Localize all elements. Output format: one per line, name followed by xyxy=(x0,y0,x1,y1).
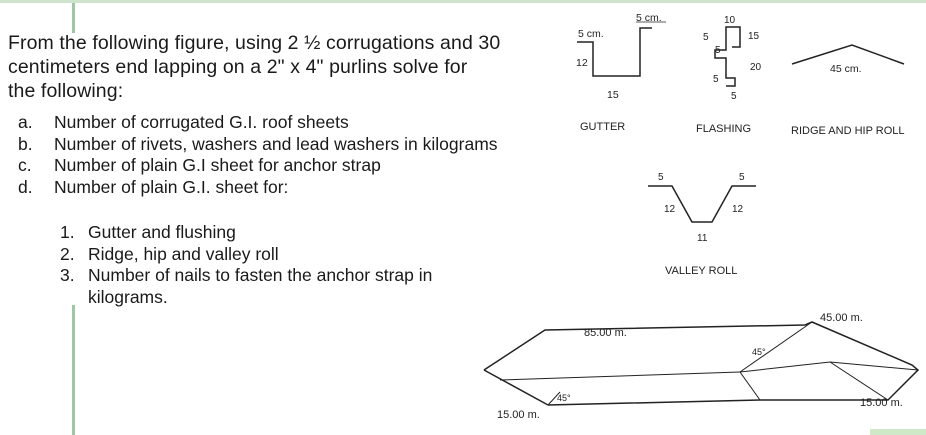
problem-statement: From the following figure, using 2 ½ cor… xyxy=(8,31,568,103)
sub-question-item: 1. Gutter and flushing xyxy=(60,222,432,244)
item-text: Number of corrugated G.I. roof sheets xyxy=(54,112,349,132)
ridge-caption: RIDGE AND HIP ROLL xyxy=(791,125,905,137)
valley-profile xyxy=(648,185,756,223)
sub-question-list: 1. Gutter and flushing 2. Ridge, hip and v… xyxy=(60,222,432,308)
flashing-label-b: 5 xyxy=(715,45,721,56)
ridge-figure: 45 cm. RIDGE AND HIP ROLL xyxy=(791,44,905,137)
gutter-top-label: 5 cm. xyxy=(578,28,604,40)
roof-ridge xyxy=(739,361,831,373)
roof-outline-edge xyxy=(483,369,549,406)
item-marker: 2. xyxy=(60,243,75,264)
question-list: a.Number of corrugated G.I. roof sheets … xyxy=(18,112,498,198)
ridge-label: 45 cm. xyxy=(830,63,862,75)
valley-right-lip: 5 xyxy=(739,172,745,183)
sub-question-item: 3. Number of nails to fasten the anchor s… xyxy=(60,265,432,287)
item-text: Number of nails to fasten the anchor str… xyxy=(88,265,433,285)
margin-line-top xyxy=(72,3,75,33)
intro-line: the following: xyxy=(8,80,124,102)
roof-left-width: 15.00 m. xyxy=(497,409,540,421)
item-text: kilograms. xyxy=(88,286,168,307)
roof-ridge xyxy=(499,371,741,381)
item-marker: 1. xyxy=(60,222,75,242)
flashing-label-a: 5 xyxy=(703,32,709,43)
item-text: Number of plain G.I sheet for anchor str… xyxy=(54,155,381,175)
question-item: c. Number of plain G.I sheet for anchor s… xyxy=(18,155,498,177)
flashing-label-d: 5 xyxy=(713,74,719,85)
roof-hip xyxy=(547,391,561,406)
gutter-side-label: 12 xyxy=(576,57,588,69)
sub-question-continuation: kilograms. xyxy=(60,287,432,309)
item-marker: b. xyxy=(18,133,33,154)
valley-bottom: 11 xyxy=(697,233,708,244)
flashing-right-label: 15 xyxy=(748,31,760,42)
item-marker: c. xyxy=(18,155,32,175)
item-marker: 3. xyxy=(60,265,75,285)
roof-top-length: 85.00 m. xyxy=(584,327,627,339)
question-item: b. Number of rivets, washers and lead was… xyxy=(18,134,498,156)
gutter-bottom-label: 15 xyxy=(607,89,619,101)
roof-valley xyxy=(739,321,813,373)
roof-ridge xyxy=(829,361,919,371)
roof-right-length: 45.00 m. xyxy=(820,312,863,324)
question-item: a. Number of corrugated G.I. roof sheets xyxy=(18,112,498,134)
ridge-profile xyxy=(791,44,905,65)
flashing-label-c: 20 xyxy=(750,62,762,73)
item-marker: d. xyxy=(18,176,33,197)
flashing-profile xyxy=(714,26,741,87)
flashing-bottom-label: 5 xyxy=(731,91,737,102)
roof-outline xyxy=(483,321,920,406)
gutter-figure: 5 cm. 5 cm. 12 15 GUTTER xyxy=(576,12,666,133)
item-text: Number of plain G.I. sheet for: xyxy=(54,176,289,197)
flashing-top-label: 10 xyxy=(724,15,736,26)
gutter-caption: GUTTER xyxy=(580,121,625,133)
roof-hip xyxy=(739,371,761,401)
top-border xyxy=(0,0,926,3)
valley-caption: VALLEY ROLL xyxy=(665,265,737,277)
roof-right-width: 15.00 m. xyxy=(860,397,903,409)
gutter-lip-label: 5 cm. xyxy=(636,12,662,24)
valley-figure: 5 5 12 12 11 VALLEY ROLL xyxy=(648,172,756,277)
roof-hip xyxy=(829,361,889,401)
corner-block xyxy=(870,429,926,435)
item-marker: a. xyxy=(18,112,33,132)
gutter-profile xyxy=(577,27,652,77)
intro-line: centimeters end lapping on a 2" x 4" pur… xyxy=(8,56,468,78)
intro-line: From the following figure, using 2 ½ cor… xyxy=(8,32,501,54)
roof-plan-figure: 85.00 m. 45.00 m. 15.00 m. 15.00 m. 45° … xyxy=(483,312,920,421)
flashing-figure: 10 5 15 5 20 5 5 FLASHING xyxy=(696,15,762,135)
item-text: Number of rivets, washers and lead washe… xyxy=(54,133,498,154)
valley-left-lip: 5 xyxy=(658,172,664,183)
valley-left-side: 12 xyxy=(664,204,676,215)
margin-line-bottom xyxy=(72,305,75,435)
item-text: Ridge, hip and valley roll xyxy=(88,243,279,264)
item-text: Gutter and flushing xyxy=(88,222,236,242)
sub-question-item: 2. Ridge, hip and valley roll xyxy=(60,244,432,266)
question-item: d. Number of plain G.I. sheet for: xyxy=(18,177,498,199)
roof-angle-left: 45° xyxy=(557,393,571,403)
flashing-caption: FLASHING xyxy=(696,123,751,135)
valley-right-side: 12 xyxy=(732,204,744,215)
roof-angle-right: 45° xyxy=(752,347,766,357)
